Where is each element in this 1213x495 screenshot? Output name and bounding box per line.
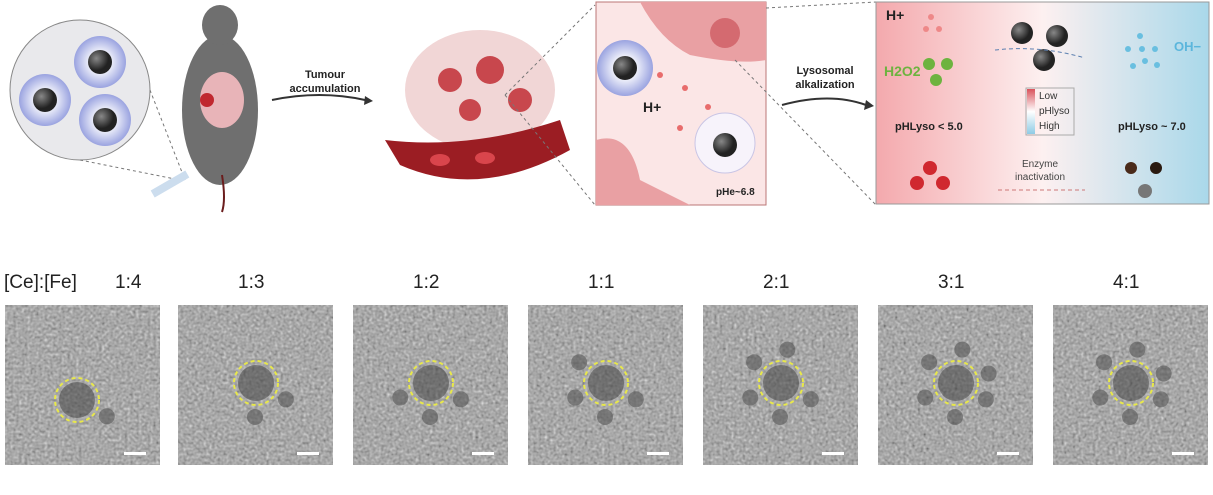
tem-image <box>878 305 1033 465</box>
cell-panel <box>595 1 877 206</box>
scale-bar <box>1172 452 1194 455</box>
ratio-label: 3:1 <box>938 272 965 293</box>
lyso-h-plus-label: H+ <box>886 7 905 23</box>
ph-high-label: pHLyso ~ 7.0 <box>1118 121 1186 133</box>
lysosomal-alkalization-label: Lysosomal alkalization <box>795 65 855 91</box>
tem-image <box>1053 305 1208 465</box>
legend-high: High <box>1039 121 1060 132</box>
enzyme-inactivation-label: Enzyme inactivation <box>1014 159 1066 183</box>
mouse-illustration <box>150 5 258 213</box>
tumour-accumulation-label: Tumour accumulation <box>289 69 361 95</box>
ph-legend: Low pHlyso High <box>1039 89 1070 134</box>
particle-highlight-circle <box>933 360 979 406</box>
h2o2-label: H2O2 <box>884 63 921 79</box>
scale-bar <box>997 452 1019 455</box>
ph-low-label: pHLyso < 5.0 <box>895 121 963 133</box>
tumour-illustration <box>385 4 596 206</box>
ratio-label: 4:1 <box>1113 272 1140 293</box>
particle-highlight-circle <box>1108 360 1154 406</box>
nanoparticle-inset <box>9 19 186 181</box>
particle-highlight-circle <box>583 360 629 406</box>
oh-minus-label: OH− <box>1174 39 1202 54</box>
particle-highlight-circle <box>758 360 804 406</box>
tem-image <box>5 305 160 465</box>
arrow-icon <box>271 94 366 101</box>
ratio-label: 2:1 <box>763 272 790 293</box>
tem-image <box>528 305 683 465</box>
scale-bar <box>822 452 844 455</box>
arrow-icon <box>781 97 867 106</box>
schematic-illustration <box>9 1 1210 213</box>
particle-highlight-circle <box>408 360 454 406</box>
ratio-label: 1:3 <box>238 272 265 293</box>
ce-fe-label: [Ce]:[Fe] <box>4 272 77 293</box>
scale-bar <box>124 452 146 455</box>
scale-bar <box>297 452 319 455</box>
lysosome-panel <box>875 1 1210 205</box>
scale-bar <box>472 452 494 455</box>
h-plus-label: H+ <box>643 99 662 115</box>
legend-mid: pHlyso <box>1039 106 1070 117</box>
scale-bar <box>647 452 669 455</box>
tem-image <box>178 305 333 465</box>
ratio-label: 1:1 <box>588 272 615 293</box>
ratio-label: 1:4 <box>115 272 142 293</box>
particle-highlight-circle <box>233 360 279 406</box>
tem-image <box>353 305 508 465</box>
particle-highlight-circle <box>54 377 100 423</box>
ratio-label: 1:2 <box>413 272 440 293</box>
tem-image <box>703 305 858 465</box>
ph-e-label: pHe~6.8 <box>716 187 755 198</box>
legend-low: Low <box>1039 91 1058 102</box>
